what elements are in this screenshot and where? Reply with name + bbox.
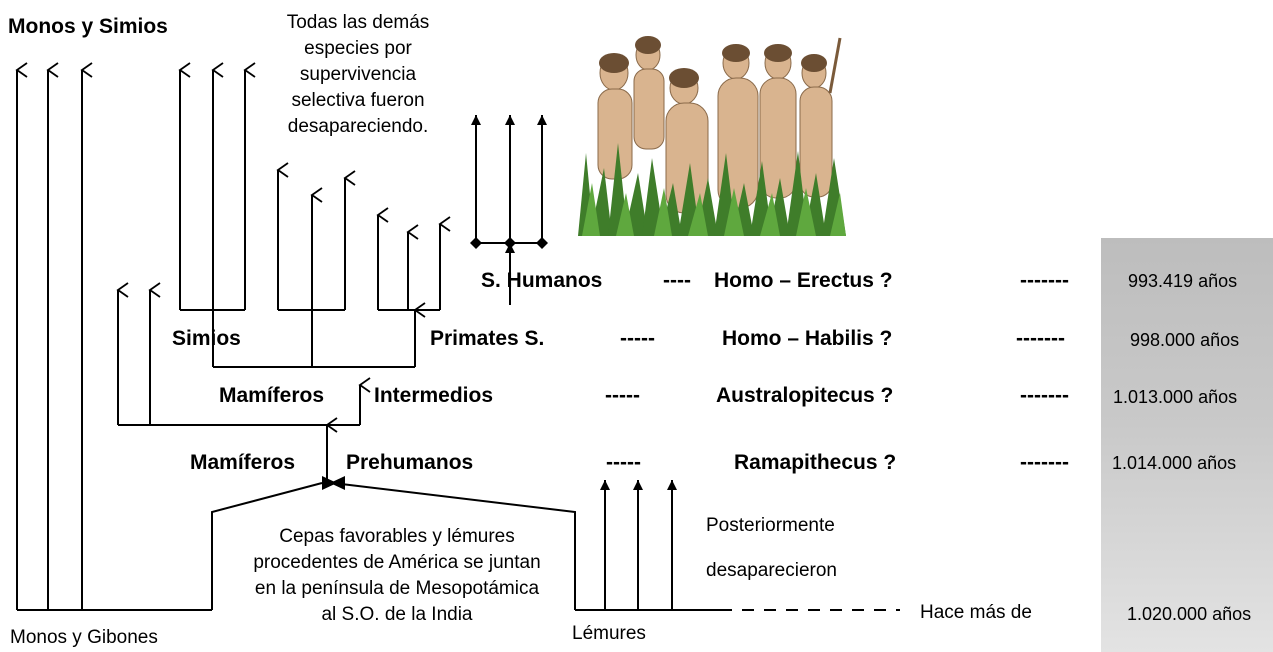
- diagram-title: Monos y Simios: [8, 15, 168, 38]
- years-value: 998.000 años: [1130, 330, 1240, 350]
- label-intermedios: Intermedios: [374, 384, 494, 407]
- years-value: 1.020.000 años: [1127, 604, 1252, 624]
- species-name: Ramapithecus ?: [734, 451, 897, 474]
- label-prehumanos: Prehumanos: [346, 451, 474, 474]
- row-dash: -------: [1020, 451, 1069, 474]
- label-s-humanos: S. Humanos: [481, 269, 603, 292]
- row-dash: -------: [1020, 384, 1069, 407]
- note-top-line: selectiva fueron: [291, 90, 425, 111]
- node-diamond: [504, 237, 516, 249]
- hominids-illustration: [578, 33, 846, 236]
- row-dash: -------: [1016, 327, 1065, 350]
- note-center-line: al S.O. de la India: [321, 604, 473, 625]
- years-value: 993.419 años: [1128, 271, 1238, 291]
- node-diamond: [536, 237, 548, 249]
- note-top-line: supervivencia: [299, 64, 417, 85]
- note-top: Todas las demás especies por supervivenc…: [258, 10, 458, 140]
- note-top-line: Todas las demás: [286, 12, 430, 33]
- years-value: 1.014.000 años: [1112, 453, 1237, 473]
- note-right-line: Posteriormente: [706, 515, 835, 536]
- row-dash: ----: [663, 269, 691, 292]
- note-right-line: desaparecieron: [706, 560, 837, 581]
- note-center-line: procedentes de América se juntan: [253, 552, 541, 573]
- note-top-line: desapareciendo.: [287, 116, 429, 137]
- species-name: Homo – Erectus ?: [714, 269, 893, 292]
- row-dash: -------: [1020, 269, 1069, 292]
- years-value: 1.013.000 años: [1113, 387, 1238, 407]
- row-dash: -----: [606, 451, 641, 474]
- node-arrowhead: [322, 476, 337, 490]
- note-top-line: especies por: [304, 38, 412, 59]
- row-dash: -----: [620, 327, 655, 350]
- label-simios: Simios: [172, 327, 241, 350]
- node-arrowhead: [330, 476, 345, 490]
- note-center-line: Cepas favorables y lémures: [279, 526, 515, 547]
- row-dash: -----: [605, 384, 640, 407]
- years-panel: [1101, 238, 1273, 652]
- label-mamiferos: Mamíferos: [219, 384, 325, 407]
- branch-line: [211, 482, 323, 610]
- label-mamiferos: Mamíferos: [190, 451, 296, 474]
- bottom-prefix: Hace más de: [920, 602, 1032, 623]
- label-monos-gibones: Monos y Gibones: [10, 627, 158, 648]
- species-name: Homo – Habilis ?: [722, 327, 893, 350]
- branch-line: [332, 482, 576, 610]
- node-diamond: [470, 237, 482, 249]
- label-primates: Primates S.: [430, 327, 545, 350]
- note-center-line: en la península de Mesopotámica: [254, 578, 540, 599]
- label-lemures: Lémures: [572, 623, 646, 644]
- species-name: Australopitecus ?: [716, 384, 894, 407]
- note-center: Cepas favorables y lémures procedentes d…: [212, 524, 582, 628]
